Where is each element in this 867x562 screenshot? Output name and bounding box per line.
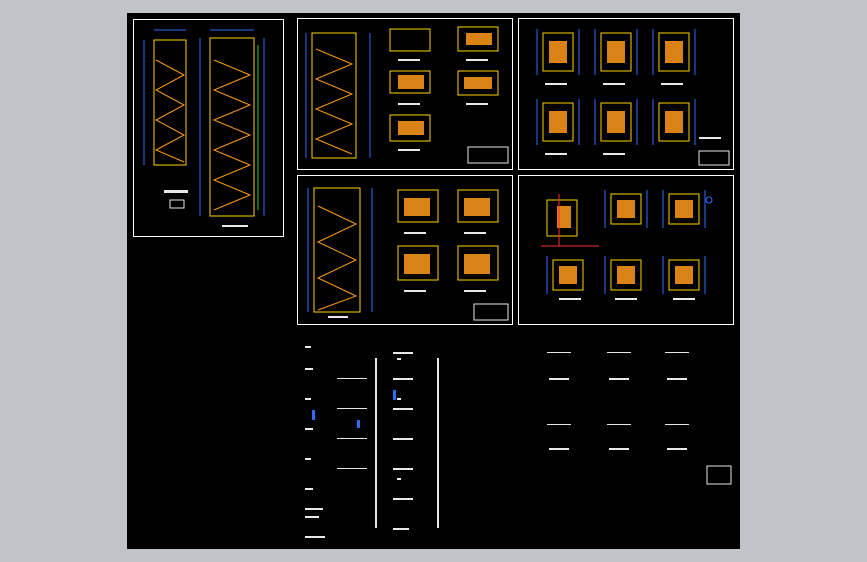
stair-plans-c-graphic: [536, 29, 730, 166]
drawing-sheet-stair-plans-c[interactable]: [518, 18, 734, 170]
stair-plans-d-graphic: [307, 187, 509, 321]
stair-section-a-graphic: [143, 29, 265, 227]
drawing-area-bottom-middle[interactable]: [367, 338, 447, 543]
stair-plans-b-graphic: [305, 26, 509, 164]
drawing-sheet-stair-section-a[interactable]: [133, 19, 284, 237]
stair-plans-e-graphic: [541, 190, 713, 300]
cad-model-canvas[interactable]: [127, 13, 740, 549]
bottom-middle-graphic: [375, 352, 439, 530]
bottom-right-graphic: [547, 352, 732, 485]
drawing-area-bottom-right[interactable]: [527, 338, 732, 488]
drawing-sheet-stair-plans-b[interactable]: [297, 18, 513, 170]
drawing-sheet-stair-plans-d[interactable]: [297, 175, 513, 325]
drawing-sheet-stair-plans-e[interactable]: [518, 175, 734, 325]
